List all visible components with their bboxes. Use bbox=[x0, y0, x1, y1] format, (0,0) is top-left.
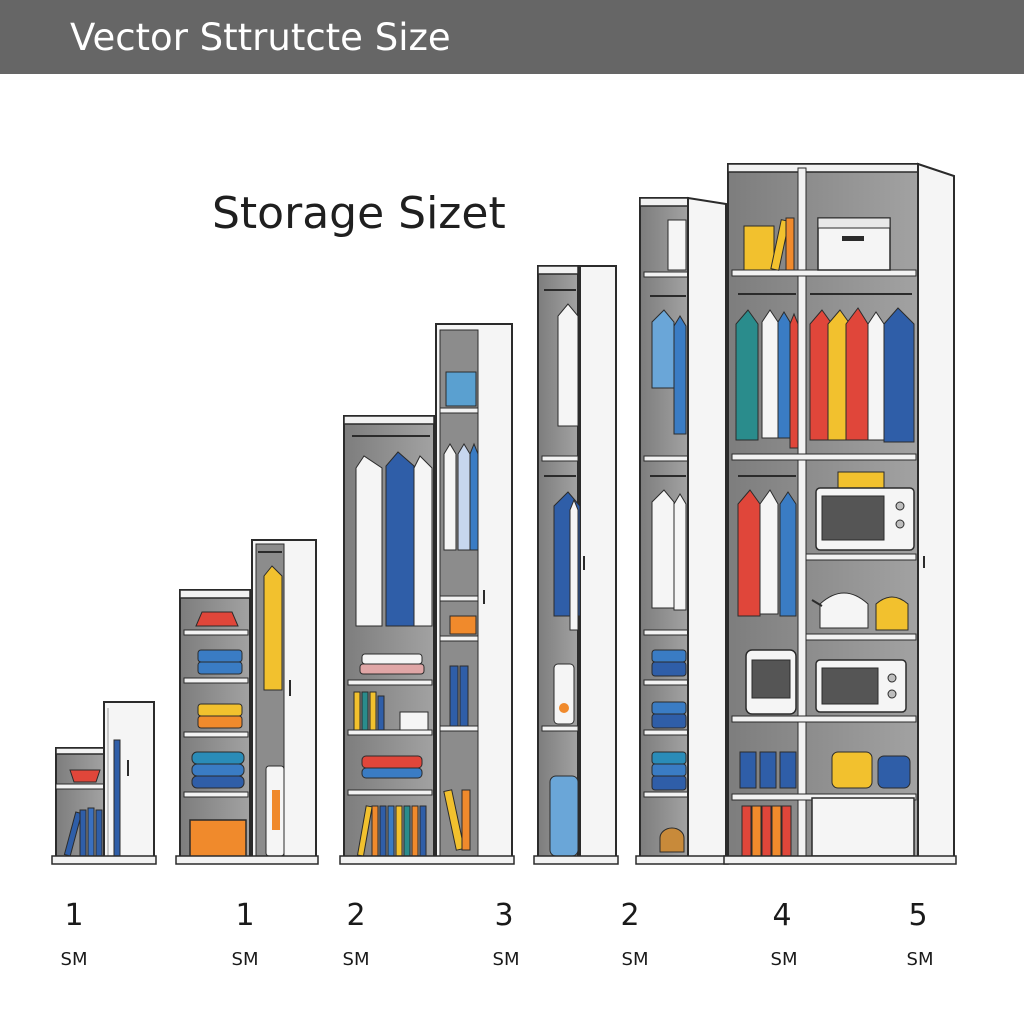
cabinet-3 bbox=[339, 323, 515, 865]
books-icon bbox=[353, 665, 471, 857]
cabinet-4 bbox=[533, 265, 619, 865]
cabinet-number-label: 1 bbox=[235, 898, 255, 933]
header-bar: Vector Sttrutcte Size bbox=[0, 0, 1024, 74]
hanging-coat-icon bbox=[258, 551, 283, 691]
cabinet-unit-label: SM bbox=[492, 949, 520, 970]
cabinet-unit-label: SM bbox=[770, 949, 798, 970]
books-icon bbox=[741, 805, 792, 857]
cabinet-unit-label: SM bbox=[60, 949, 88, 970]
cabinet-unit-label: SM bbox=[621, 949, 649, 970]
microwave-icon bbox=[745, 471, 915, 715]
cabinet-2 bbox=[175, 539, 319, 865]
hanging-clothes-icon bbox=[650, 295, 687, 611]
cabinet-unit-label: SM bbox=[231, 949, 259, 970]
cabinet-unit-label: SM bbox=[906, 949, 934, 970]
storage-box-icon bbox=[743, 217, 915, 857]
cabinet-number-label: 5 bbox=[908, 898, 928, 933]
hanging-clothes-icon bbox=[355, 442, 479, 627]
folded-towels-icon bbox=[191, 649, 245, 789]
cabinet-unit-label: SM bbox=[342, 949, 370, 970]
cabinet-number-label: 2 bbox=[620, 898, 640, 933]
cabinet-number-label: 2 bbox=[346, 898, 366, 933]
hanging-clothes-icon bbox=[544, 289, 581, 631]
pots-icon bbox=[739, 751, 911, 789]
illustration-title: Storage Sizet bbox=[212, 188, 506, 239]
hanging-clothes-icon bbox=[735, 293, 915, 617]
bowl-icon bbox=[69, 769, 101, 783]
kettle-icon bbox=[659, 827, 685, 853]
cabinet-number-label: 1 bbox=[64, 898, 84, 933]
storage-box-icon bbox=[445, 371, 477, 635]
cabinet-number-label: 3 bbox=[494, 898, 514, 933]
bottle-icon bbox=[549, 663, 579, 857]
cabinet-1 bbox=[51, 701, 157, 865]
cabinet-number-label: 4 bbox=[772, 898, 792, 933]
storage-bin-icon bbox=[189, 819, 247, 859]
cabinet-5 bbox=[635, 196, 729, 865]
folded-towels-icon bbox=[651, 649, 687, 791]
kettle-icon bbox=[811, 592, 909, 631]
header-title: Vector Sttrutcte Size bbox=[70, 16, 451, 59]
folded-towels-icon bbox=[359, 653, 429, 779]
spray-bottle-icon bbox=[265, 765, 285, 857]
cabinet-6 bbox=[723, 162, 957, 865]
